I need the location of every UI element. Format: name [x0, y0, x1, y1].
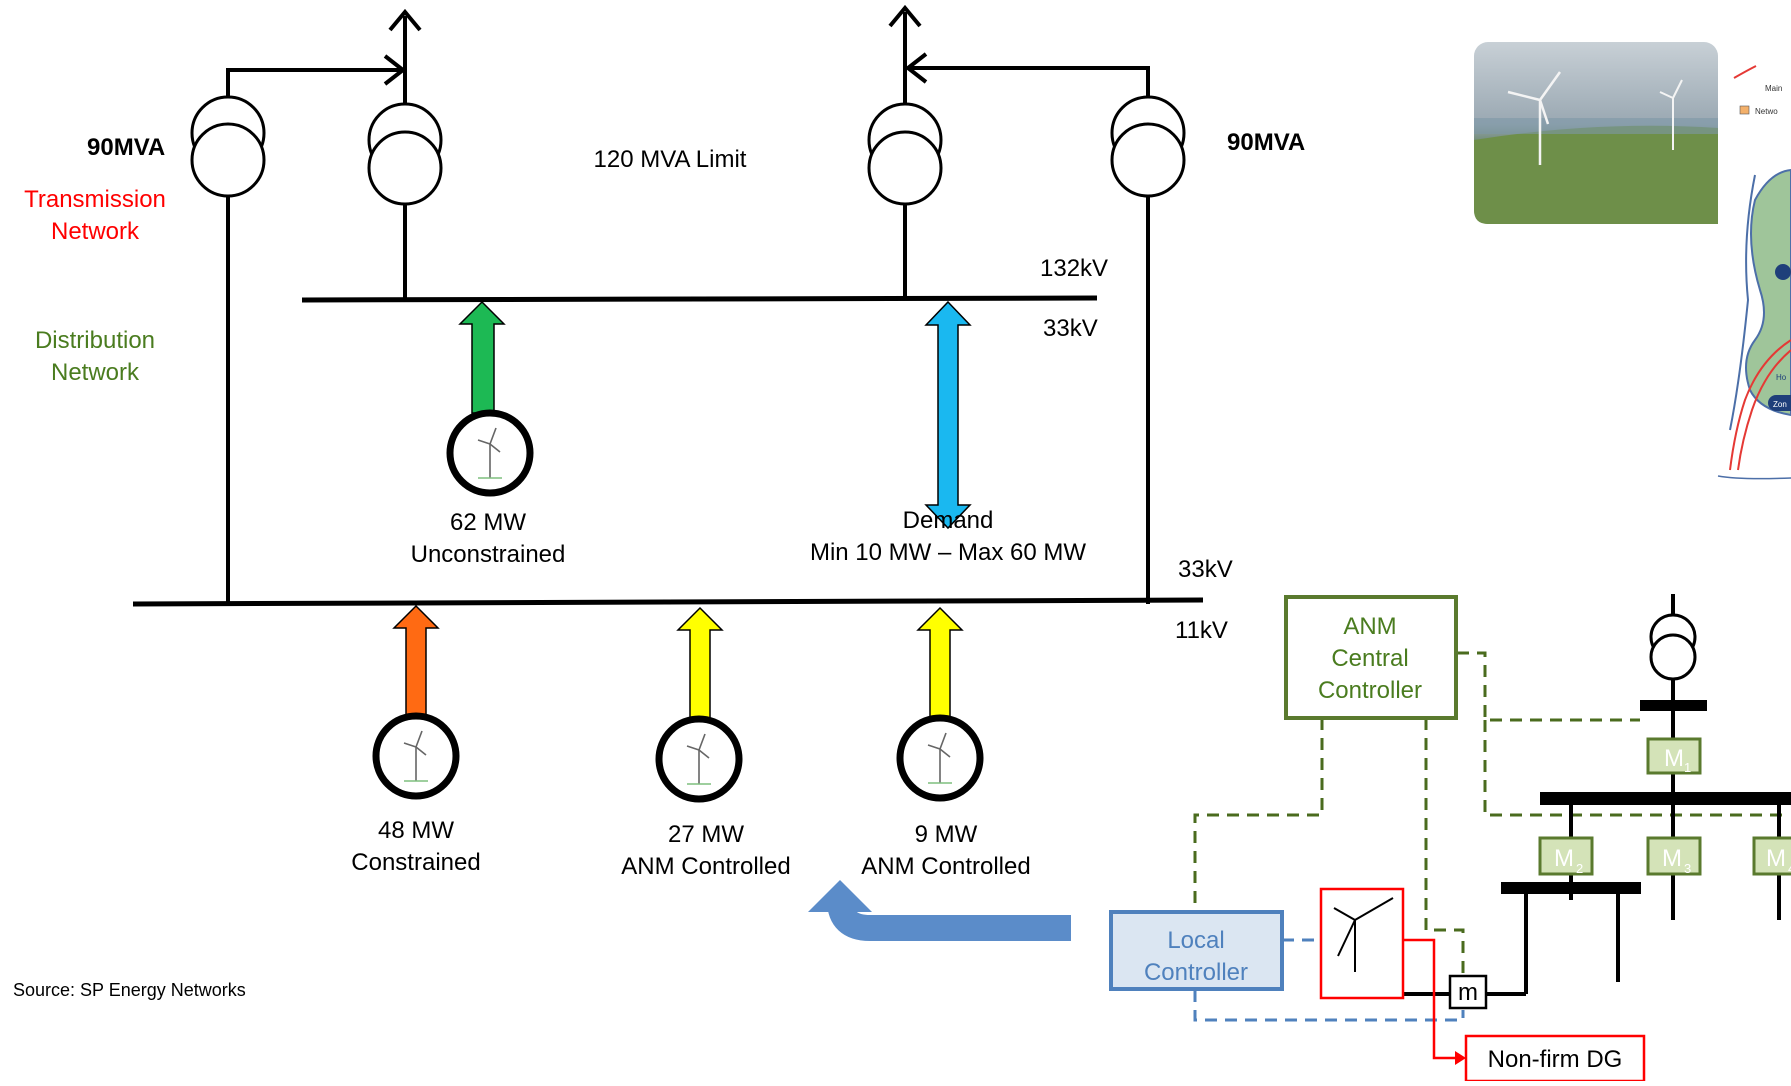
transformer-right-outer: [1110, 95, 1186, 198]
nonfirm-dg-box: Non-firm DG: [1464, 1034, 1646, 1083]
arrow-orange: [392, 604, 440, 719]
anm-cc-line3: Controller: [1318, 677, 1422, 704]
limit-label: 120 MVA Limit: [594, 146, 747, 173]
photo-turbine-icon: [1507, 71, 1683, 165]
demand-title: Demand: [903, 507, 994, 534]
m2-letter: M: [1554, 845, 1574, 872]
map-landmass: [1745, 168, 1791, 417]
transformer-left-inner: [367, 102, 443, 206]
generator-anm-1: [655, 715, 743, 803]
wind-turbine-icon: [477, 427, 502, 479]
transmission-label-1: Transmission: [24, 186, 166, 213]
dg-turbine-icon: [1333, 897, 1394, 972]
measurement-m2: M 2: [1538, 836, 1594, 876]
gen-constrained-mw: 48 MW: [378, 817, 454, 844]
m4-letter: M: [1766, 845, 1786, 872]
transmission-wiring: [226, 4, 1150, 604]
anm-cc-line1: ANM: [1343, 613, 1396, 640]
gen-anm-1-mw: 27 MW: [668, 821, 744, 848]
m2-sub: 2: [1576, 861, 1583, 876]
m3-sub: 3: [1684, 861, 1691, 876]
gen-anm-2-mw: 9 MW: [915, 821, 978, 848]
wind-turbine-icon: [403, 730, 428, 782]
gen-unconstrained-mw: 62 MW: [450, 509, 526, 536]
map-inset: Main Netwo Ho Zon: [1717, 65, 1791, 480]
rating-left: 90MVA: [87, 134, 165, 161]
gen-unconstrained-desc: Unconstrained: [411, 541, 566, 568]
gen-anm-2-desc: ANM Controlled: [861, 853, 1030, 880]
arrow-yellow-1: [676, 606, 724, 721]
local-ctrl-line2: Controller: [1144, 959, 1248, 986]
gen-constrained-desc: Constrained: [351, 849, 480, 876]
nonfirm-dg-label: Non-firm DG: [1488, 1046, 1623, 1073]
measurement-m4: M 4: [1752, 836, 1791, 876]
measurement-m1: M 1: [1646, 737, 1702, 775]
transformer-left-outer: [190, 95, 266, 198]
generator-constrained: [372, 712, 460, 800]
big-blue-arrow: [808, 880, 1071, 941]
arrow-yellow-2: [916, 606, 964, 721]
distribution-label-2: Network: [51, 359, 140, 386]
meter-label: m: [1458, 979, 1478, 1006]
bus-lower-hv-label: 33kV: [1178, 556, 1233, 583]
rating-right: 90MVA: [1227, 129, 1305, 156]
map-label-zone: Zon: [1773, 400, 1787, 409]
map-label-hov: Ho: [1776, 373, 1787, 382]
meter: m: [1448, 974, 1488, 1010]
m3-letter: M: [1662, 845, 1682, 872]
gen-anm-1-desc: ANM Controlled: [621, 853, 790, 880]
bus-upper-hv-label: 132kV: [1040, 255, 1108, 282]
m4-sub: 4: [1788, 861, 1791, 876]
distribution-label-1: Distribution: [35, 327, 155, 354]
m1-sub: 1: [1684, 760, 1691, 775]
local-ctrl-line1: Local: [1167, 927, 1224, 954]
scheme-bus-mid: [1540, 792, 1791, 805]
generator-anm-2: [896, 714, 984, 802]
anm-central-controller: ANM Central Controller: [1284, 595, 1458, 720]
map-legend-swatch: [1739, 105, 1750, 115]
wind-farm-photo: [1474, 42, 1718, 224]
m1-letter: M: [1664, 745, 1684, 772]
measurement-m3: M 3: [1646, 836, 1702, 876]
scheme-bus-low: [1501, 882, 1641, 894]
anm-scheme: M 1 M 2 M 3 M 4 ANM Central Controller: [1109, 594, 1791, 1083]
source-note: Source: SP Energy Networks: [13, 980, 246, 1000]
anm-cc-line2: Central: [1331, 645, 1408, 672]
transmission-label-2: Network: [51, 218, 140, 245]
wind-turbine-icon: [686, 733, 711, 785]
arrow-green: [458, 300, 506, 414]
transformer-right-inner: [867, 102, 943, 206]
demand-range: Min 10 MW – Max 60 MW: [810, 539, 1086, 566]
generator-unconstrained: [446, 409, 534, 497]
wind-turbine-icon: [927, 732, 952, 784]
scheme-bus-top: [1640, 700, 1707, 711]
bus-upper: [301, 295, 1098, 303]
bus-lower: [132, 597, 1204, 607]
local-controller: Local Controller: [1109, 910, 1284, 991]
map-legend-2: Netwo: [1755, 107, 1778, 116]
bus-upper-lv-label: 33kV: [1043, 315, 1098, 342]
dg-turbine-box: [1319, 887, 1405, 1000]
arrow-cyan-bidirectional: [924, 300, 972, 530]
map-legend-1: Main: [1765, 84, 1782, 93]
bus-lower-lv-label: 11kV: [1175, 617, 1228, 644]
